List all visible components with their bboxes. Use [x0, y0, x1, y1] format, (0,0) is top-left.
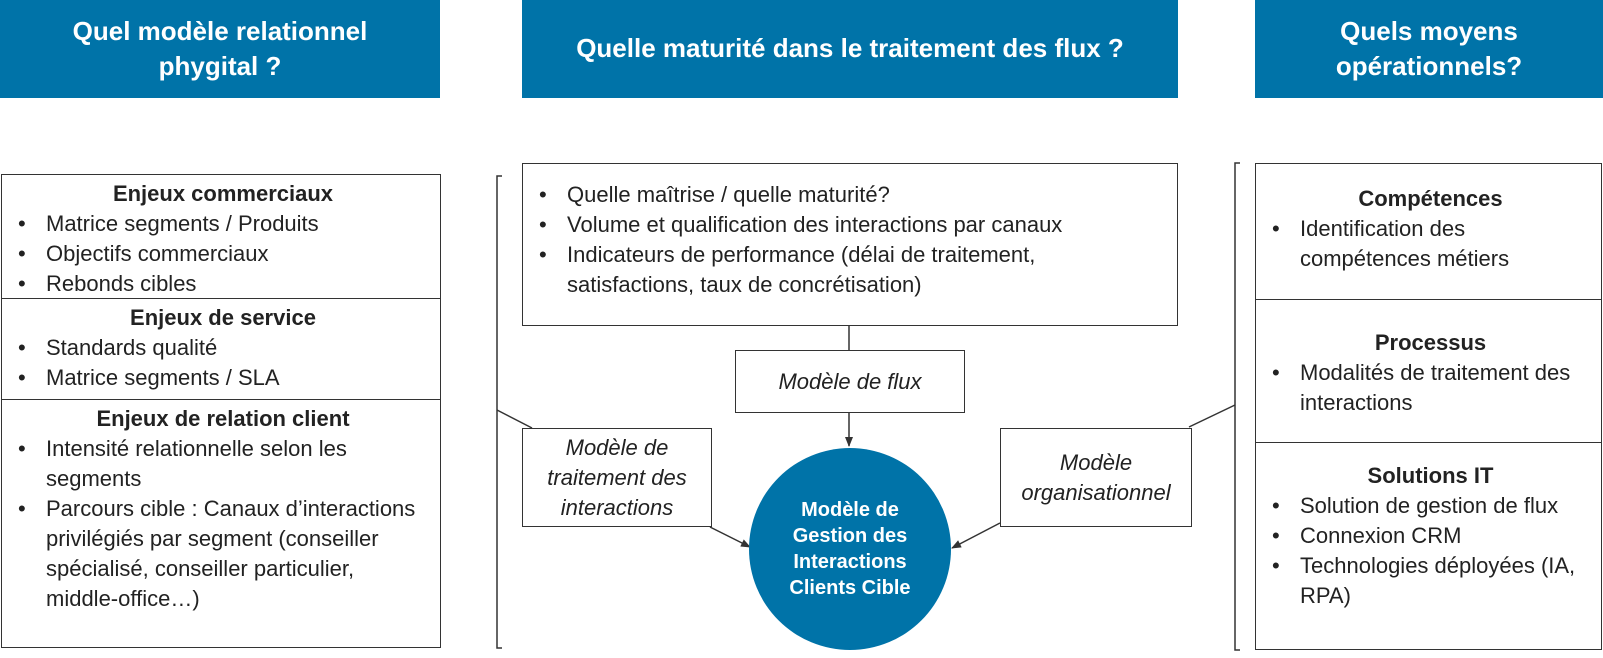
section-title: Processus — [1374, 330, 1487, 355]
bullet-list: Quelle maîtrise / quelle maturité? Volum… — [535, 180, 1165, 300]
left-bracket — [496, 175, 502, 649]
list-item: Rebonds cibles — [14, 269, 432, 299]
target-model-circle: Modèle de Gestion des Interactions Clien… — [749, 448, 951, 650]
header-flow-maturity: Quelle maturité dans le traitement des f… — [522, 0, 1178, 98]
right-panel: Compétences Identification des compétenc… — [1255, 163, 1602, 650]
section-enjeux-commerciaux: Enjeux commerciaux Matrice segments / Pr… — [2, 175, 440, 299]
section-title: Compétences — [1358, 186, 1503, 211]
traitement-arrow — [709, 526, 751, 548]
list-item: Matrice segments / SLA — [14, 363, 432, 393]
section-solutions-it: Solutions IT Solution de gestion de flux… — [1256, 442, 1601, 611]
header-left-text: Quel modèle relationnel phygital ? — [72, 15, 368, 81]
organisationnel-model-label: Modèle organisationnel — [1000, 428, 1192, 527]
list-item: Parcours cible : Canaux d’interactions p… — [14, 494, 432, 614]
list-item: Identification des compétences métiers — [1268, 214, 1593, 274]
list-item: Matrice segments / Produits — [14, 209, 432, 239]
section-processus: Processus Modalités de traitement des in… — [1256, 299, 1601, 442]
traitement-model-label: Modèle de traitement des interactions — [522, 428, 712, 527]
header-center-text: Quelle maturité dans le traitement des f… — [576, 33, 1124, 64]
section-title: Enjeux de relation client — [96, 406, 350, 431]
traitement-model-text: Modèle de traitement des interactions — [547, 434, 687, 520]
section-title: Enjeux commerciaux — [112, 181, 334, 206]
right-bracket — [1234, 162, 1240, 651]
maturity-questions-box: Quelle maîtrise / quelle maturité? Volum… — [522, 163, 1178, 326]
flux-model-label: Modèle de flux — [735, 350, 965, 413]
list-item: Indicateurs de performance (délai de tra… — [535, 240, 1165, 300]
left-bracket-link — [496, 409, 533, 429]
bullet-list: Standards qualité Matrice segments / SLA — [14, 333, 432, 393]
section-title: Enjeux de service — [130, 305, 316, 330]
header-relational-model: Quel modèle relationnel phygital ? — [0, 0, 440, 98]
list-item: Standards qualité — [14, 333, 432, 363]
right-bracket-link — [1188, 404, 1236, 428]
organisationnel-arrow — [951, 522, 1001, 549]
header-operational-means: Quels moyens opérationnels? — [1255, 0, 1603, 98]
bullet-list: Solution de gestion de flux Connexion CR… — [1268, 491, 1593, 611]
left-panel: Enjeux commerciaux Matrice segments / Pr… — [1, 174, 441, 648]
list-item: Intensité relationnelle selon les segmen… — [14, 434, 432, 494]
bullet-list: Identification des compétences métiers — [1268, 214, 1593, 274]
bullet-list: Intensité relationnelle selon les segmen… — [14, 434, 432, 614]
bullet-list: Matrice segments / Produits Objectifs co… — [14, 209, 432, 299]
flux-model-text: Modèle de flux — [778, 368, 922, 394]
list-item: Modalités de traitement des interactions — [1268, 358, 1593, 418]
list-item: Objectifs commerciaux — [14, 239, 432, 269]
list-item: Volume et qualification des interactions… — [535, 210, 1165, 240]
list-item: Quelle maîtrise / quelle maturité? — [535, 180, 1165, 210]
section-competences: Compétences Identification des compétenc… — [1256, 164, 1601, 299]
organisationnel-model-text: Modèle organisationnel — [1021, 449, 1171, 505]
target-model-text: Modèle de Gestion des Interactions Clien… — [789, 499, 911, 599]
bullet-list: Modalités de traitement des interactions — [1268, 358, 1593, 418]
list-item: Connexion CRM — [1268, 521, 1593, 551]
section-enjeux-relation-client: Enjeux de relation client Intensité rela… — [2, 399, 440, 614]
list-item: Solution de gestion de flux — [1268, 491, 1593, 521]
section-enjeux-service: Enjeux de service Standards qualité Matr… — [2, 298, 440, 399]
list-item: Technologies déployées (IA, RPA) — [1268, 551, 1593, 611]
section-title: Solutions IT — [1367, 463, 1494, 488]
header-right-text: Quels moyens opérationnels? — [1335, 15, 1523, 81]
